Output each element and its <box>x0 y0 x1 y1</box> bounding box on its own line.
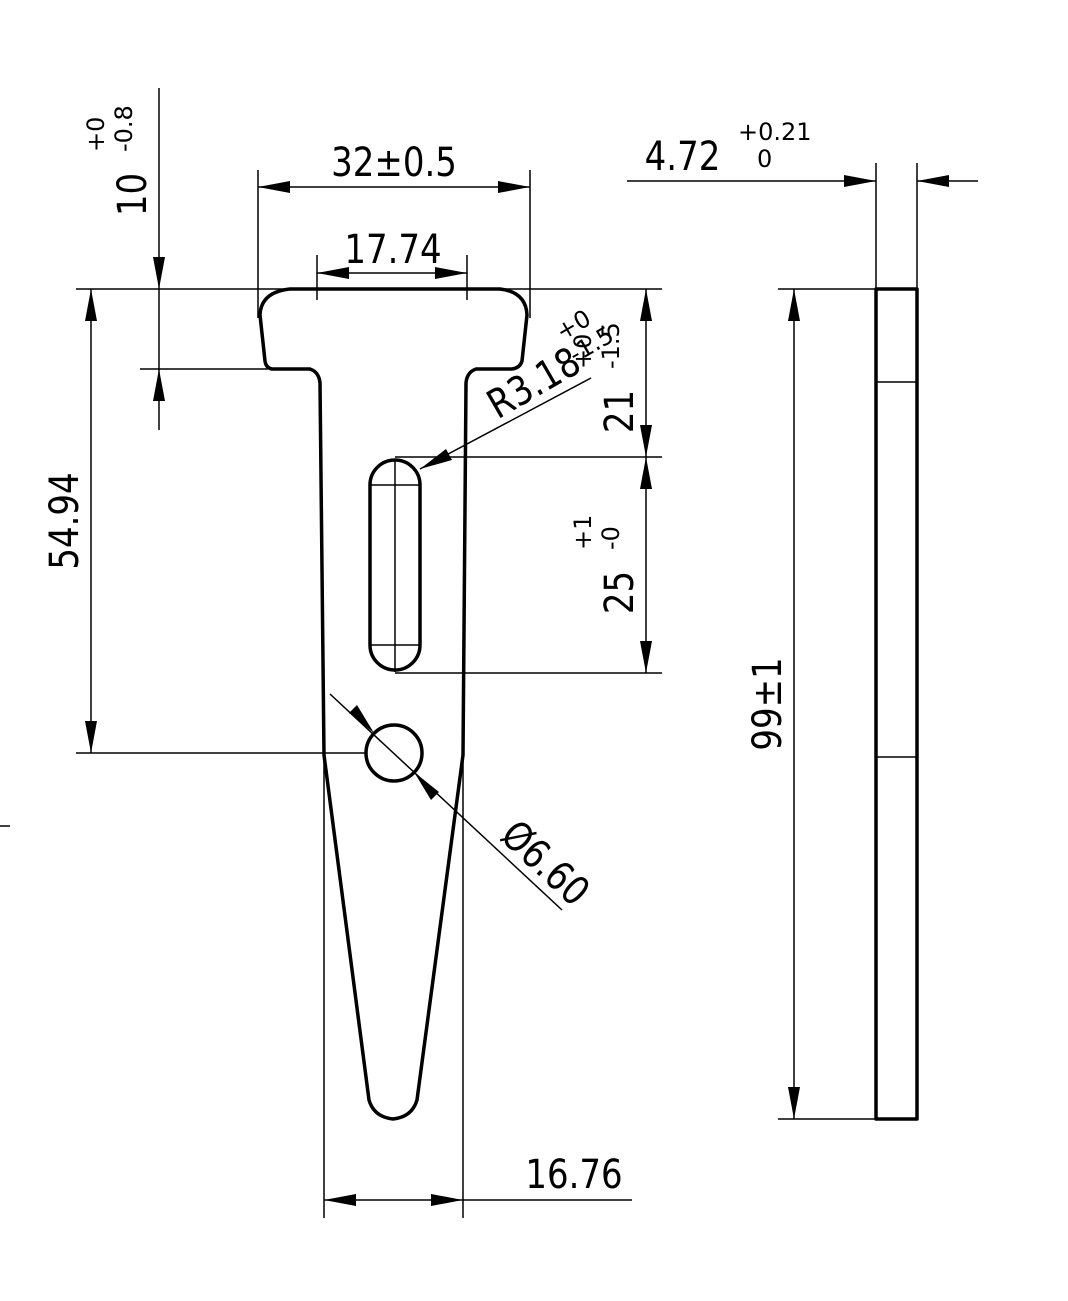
dimension-shank-width: 16.76 <box>323 755 632 1218</box>
dimension-head-height: 10 +0 -0.8 <box>82 88 268 430</box>
front-view <box>258 287 529 1121</box>
inner-width-label: 17.74 <box>344 226 441 272</box>
side-view <box>874 287 919 1121</box>
head-height-lower-tol: -0.8 <box>110 105 138 152</box>
dimension-slot-length: 25 +1 -0 <box>395 457 662 674</box>
dimension-thickness: 4.72 +0.21 0 <box>627 118 978 289</box>
dimension-overall-length: 99±1 <box>744 288 876 1120</box>
hole-diameter-label: Ø6.60 <box>492 811 599 915</box>
slot-length-upper-tol: +1 <box>569 515 597 550</box>
part-outline <box>258 287 529 1121</box>
hole-offset-label: 54.94 <box>41 472 87 569</box>
side-view-outline <box>874 287 919 1121</box>
head-height-label: 10 <box>109 173 155 216</box>
dimension-slot-radius: R3.18 +0 -1.5 <box>419 304 619 470</box>
slot-length-label: 25 <box>596 571 642 614</box>
dimension-slot-offset: 21 +0 -1.5 <box>395 288 662 458</box>
slot-offset-lower-tol: -1.5 <box>597 322 625 369</box>
thickness-lower-tol: 0 <box>757 145 772 173</box>
overall-width-label: 32±0.5 <box>331 139 457 185</box>
dimension-overall-width: 32±0.5 <box>257 139 531 318</box>
head-height-upper-tol: +0 <box>82 117 110 152</box>
shank-width-label: 16.76 <box>525 1151 622 1197</box>
dimension-hole-offset: 54.94 <box>41 288 366 754</box>
slot-offset-upper-tol: +0 <box>569 334 597 369</box>
slot-offset-label: 21 <box>596 390 642 433</box>
thickness-label: 4.72 <box>645 133 721 179</box>
overall-length-label: 99±1 <box>744 657 790 750</box>
dimension-inner-width: 17.74 <box>316 226 468 300</box>
slot-length-lower-tol: -0 <box>597 526 625 550</box>
thickness-upper-tol: +0.21 <box>738 118 812 146</box>
